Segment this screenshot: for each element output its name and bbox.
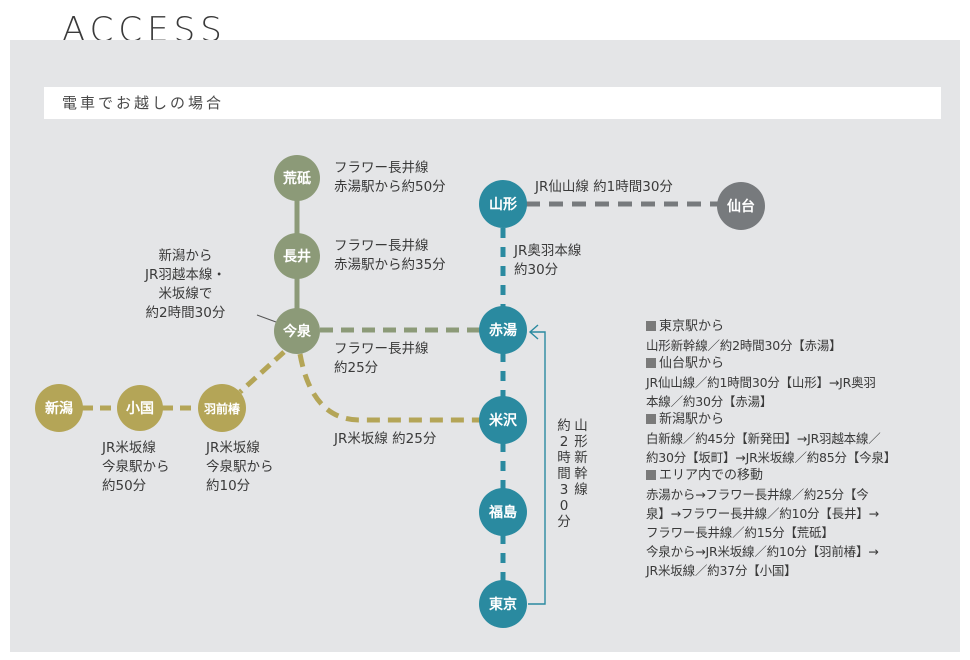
- info-line: 今泉から→JR米坂線／約10分【羽前椿】→: [646, 544, 879, 559]
- info-heading: エリア内での移動: [659, 468, 764, 483]
- yonesaka-imaizumi-label: JR米坂線 約25分: [334, 431, 437, 447]
- svg-text:東京: 東京: [489, 596, 517, 613]
- svg-text:赤湯: 赤湯: [489, 322, 517, 339]
- senzan-line-label: JR仙山線 約1時間30分: [535, 179, 673, 195]
- info-line: 白新線／約45分【新発田】→JR羽越本線／: [646, 431, 881, 446]
- svg-text:荒砥: 荒砥: [282, 170, 311, 187]
- info-line: JR米坂線／約37分【小国】: [646, 563, 797, 578]
- svg-text:長井: 長井: [283, 248, 311, 265]
- station-fukushima: 福島: [479, 488, 527, 536]
- access-info-list: 東京駅から 山形新幹線／約2時間30分【赤湯】 仙台駅から JR仙山線／約1時間…: [646, 318, 946, 580]
- info-line: JR仙山線／約1時間30分【山形】→JR奥羽: [646, 375, 876, 390]
- info-heading: 仙台駅から: [659, 356, 725, 371]
- station-imaizumi: 今泉: [274, 308, 320, 354]
- flower-imaizumi-label: フラワー長井線 約25分: [334, 341, 429, 376]
- station-nagai: 長井: [274, 233, 320, 279]
- info-line: 赤湯から→フラワー長井線／約25分【今: [646, 487, 869, 502]
- info-line: 泉】→フラワー長井線／約10分【長井】→: [646, 506, 879, 521]
- content-panel: [10, 40, 960, 652]
- section-header-bar: [44, 87, 941, 119]
- section-title: 電車でお越しの場合: [62, 94, 225, 112]
- info-line: 本線／約30分【赤湯】: [646, 394, 773, 409]
- svg-text:小国: 小国: [126, 401, 154, 417]
- station-yamagata: 山形: [479, 180, 527, 228]
- svg-text:山形: 山形: [489, 196, 517, 213]
- yonesaka-line-imaizumi-uzen: [238, 350, 286, 394]
- svg-text:仙台: 仙台: [727, 198, 755, 215]
- svg-text:福島: 福島: [488, 504, 517, 521]
- square-bullet-icon: [646, 358, 656, 368]
- nagai-route-label: フラワー長井線 赤湯駅から約35分: [334, 238, 446, 273]
- info-line: 約30分【坂町】→JR米坂線／約85分【今泉】: [646, 450, 897, 465]
- station-akayu: 赤湯: [479, 306, 527, 354]
- arato-route-label: フラワー長井線 赤湯駅から約50分: [334, 160, 446, 195]
- info-item-sendai: 仙台駅から JR仙山線／約1時間30分【山形】→JR奥羽 本線／約30分【赤湯】: [646, 355, 946, 411]
- info-item-niigata: 新潟駅から 白新線／約45分【新発田】→JR羽越本線／ 約30分【坂町】→JR米…: [646, 411, 946, 467]
- svg-text:米沢: 米沢: [489, 412, 518, 429]
- square-bullet-icon: [646, 321, 656, 331]
- station-oguni: 小国: [117, 385, 163, 431]
- shinkansen-time-label: 約2時間30分: [557, 418, 571, 530]
- station-arato: 荒砥: [274, 155, 320, 201]
- info-item-area: エリア内での移動 赤湯から→フラワー長井線／約25分【今 泉】→フラワー長井線／…: [646, 467, 946, 580]
- station-niigata: 新潟: [35, 384, 83, 432]
- station-tokyo: 東京: [479, 580, 527, 628]
- info-heading: 新潟駅から: [659, 412, 725, 427]
- yonesaka-line-imaizumi-yonezawa: [297, 353, 482, 423]
- info-item-tokyo: 東京駅から 山形新幹線／約2時間30分【赤湯】: [646, 318, 946, 355]
- ou-line-label: JR奥羽本線 約30分: [514, 243, 582, 278]
- shinkansen-arrow: [528, 331, 546, 605]
- shinkansen-arrowhead: [528, 324, 539, 340]
- niigata-leader: [256, 314, 277, 323]
- uzen-route-label: JR米坂線 今泉駅から 約10分: [206, 440, 274, 494]
- niigata-route-label: 新潟から JR羽越本線・ 米坂線で 約2時間30分: [145, 248, 226, 321]
- svg-text:新潟: 新潟: [45, 400, 73, 417]
- svg-text:羽前椿: 羽前椿: [204, 401, 241, 416]
- square-bullet-icon: [646, 414, 656, 424]
- station-uzen-tsubaki: 羽前椿: [198, 384, 246, 432]
- square-bullet-icon: [646, 470, 656, 480]
- info-heading: 東京駅から: [659, 319, 725, 334]
- info-line: フラワー長井線／約15分【荒砥】: [646, 525, 834, 540]
- info-line: 山形新幹線／約2時間30分【赤湯】: [646, 338, 842, 353]
- svg-text:今泉: 今泉: [282, 323, 312, 340]
- shinkansen-line-label: 山形新幹線: [574, 418, 588, 498]
- station-sendai: 仙台: [717, 182, 765, 230]
- oguni-route-label: JR米坂線 今泉駅から 約50分: [102, 440, 170, 494]
- station-yonezawa: 米沢: [479, 396, 527, 444]
